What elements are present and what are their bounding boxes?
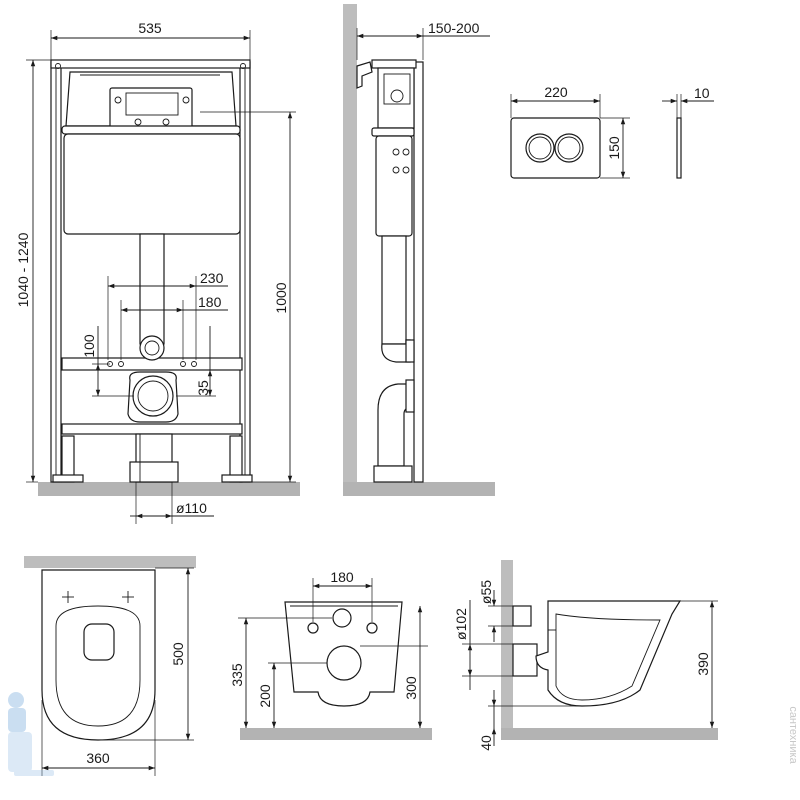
dim-tank-height: 1000 [273, 282, 289, 313]
wall-side [343, 4, 357, 496]
floor-back [240, 728, 432, 740]
dim-outlet-offset: 35 [195, 380, 211, 396]
dim-frame-depth: 150-200 [428, 20, 480, 36]
plumber-mascot-logo [8, 692, 54, 776]
dim-plate-height: 150 [606, 136, 622, 160]
dim-inlet-height: 335 [229, 663, 245, 687]
mounting-mark-right [122, 591, 134, 603]
wall-top [24, 556, 196, 568]
dim-outlet-height: 200 [257, 684, 273, 708]
bowl-outline-side [535, 600, 682, 707]
flush-button-right [554, 133, 584, 163]
bowl-top-view: 500 360 [24, 556, 196, 776]
dim-outlet-diameter: ø102 [453, 608, 469, 640]
dim-bowl-width: 360 [86, 750, 110, 766]
frame-front-view: 535 1040 - 1240 1000 230 180 100 [15, 20, 300, 524]
inlet-hole [332, 608, 352, 628]
bowl-opening [55, 605, 141, 727]
dim-bowl-height: 390 [695, 652, 711, 676]
floor-bowl-side [501, 728, 718, 740]
bolt-hole-right [366, 622, 378, 634]
outlet-hole [326, 645, 362, 681]
frame-side-view: 150-200 [343, 4, 495, 496]
wall-bowl-side [501, 560, 513, 740]
floor-side [343, 482, 495, 496]
dim-frame-height-range: 1040 - 1240 [15, 232, 31, 307]
bolt-hole-left [307, 622, 319, 634]
dim-plate-thickness: 10 [694, 85, 710, 101]
dim-plate-width: 220 [544, 84, 568, 100]
floor-front [38, 482, 300, 496]
dim-frame-width: 535 [138, 20, 162, 36]
dim-bowl-length: 500 [170, 642, 186, 666]
bowl-side-view: ø55 ø102 390 40 [453, 560, 718, 751]
dim-inlet-diameter: ø55 [478, 580, 494, 604]
dim-bolt-inner: 180 [198, 294, 222, 310]
flush-button-left [525, 133, 555, 163]
dim-bowl-bolt-spacing: 180 [330, 569, 354, 585]
dim-bolt-outer: 230 [200, 270, 224, 286]
dim-inlet-offset: 100 [81, 334, 97, 358]
dim-drain-diameter: ø110 [176, 500, 207, 516]
dim-floor-height: 300 [403, 676, 419, 700]
mounting-mark-left [62, 591, 74, 603]
flush-plate-side [676, 117, 682, 179]
flush-plate-view: 220 150 10 [510, 84, 714, 179]
bowl-back-view: 180 335 200 300 [229, 569, 432, 740]
dim-floor-gap: 40 [478, 735, 494, 751]
watermark-text: сантехника [787, 706, 799, 764]
